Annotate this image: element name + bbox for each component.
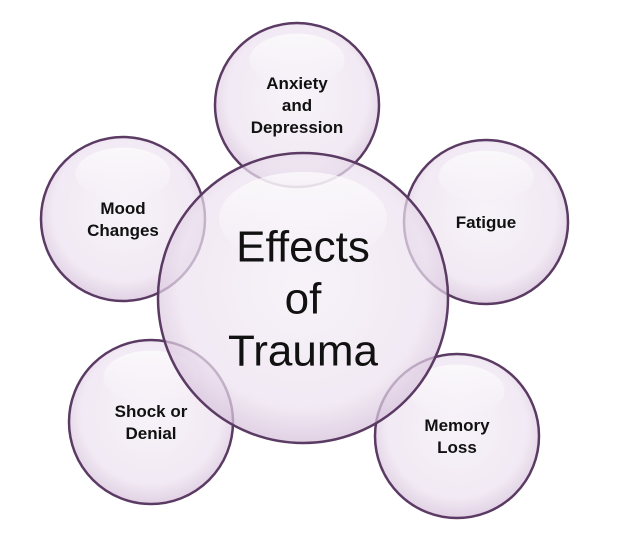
node-shock-label-line: Shock or <box>115 402 188 421</box>
node-shock-label-line: Denial <box>125 424 176 443</box>
node-anxiety-label-line: Depression <box>251 118 344 137</box>
node-anxiety-label-line: and <box>282 96 312 115</box>
node-fatigue-label-line: Fatigue <box>456 213 516 232</box>
circle-layer <box>39 21 570 520</box>
node-memory-label-line: Memory <box>424 416 490 435</box>
center-label-line: Trauma <box>228 326 378 375</box>
node-fatigue-label: Fatigue <box>456 213 516 232</box>
circle-anxiety <box>213 21 381 189</box>
node-mood-label-line: Mood <box>100 199 145 218</box>
circle-memory <box>373 352 541 520</box>
circle-fatigue-highlight <box>438 150 534 204</box>
circle-anxiety-highlight <box>249 33 345 87</box>
circle-center-highlight <box>218 171 388 265</box>
node-mood-label-line: Changes <box>87 221 159 240</box>
node-memory-label-line: Loss <box>437 438 477 457</box>
node-shock-label: Shock or Denial <box>115 402 188 443</box>
center-label-line: Effects <box>236 222 370 271</box>
node-anxiety-label-line: Anxiety <box>266 74 328 93</box>
circle-center <box>156 151 450 445</box>
center-label-line: of <box>285 274 322 323</box>
circle-mood-highlight <box>75 147 171 201</box>
circle-memory-highlight <box>409 364 505 418</box>
